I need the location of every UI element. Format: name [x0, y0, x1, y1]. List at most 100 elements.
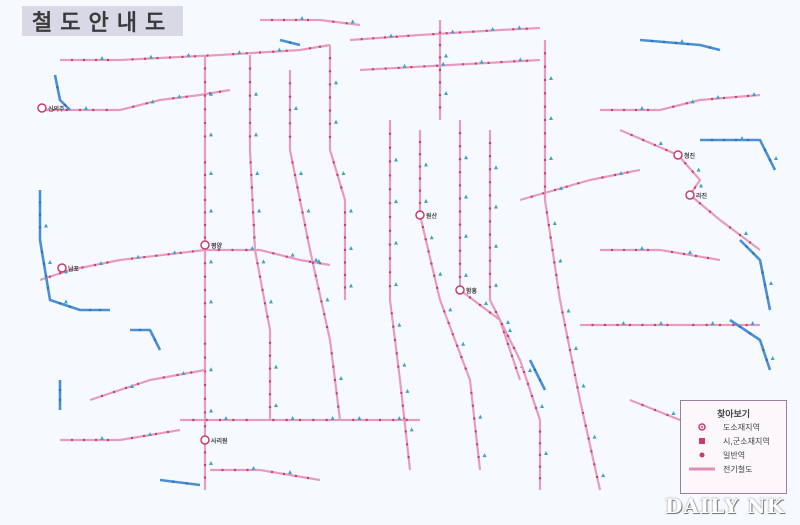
station-dot: [538, 442, 542, 445]
station-dot: [343, 273, 347, 277]
station-dot: [533, 368, 537, 372]
station-dot: [421, 225, 425, 229]
station-dot: [320, 300, 323, 303]
station-dot: [404, 430, 407, 433]
station-dot: [337, 405, 340, 408]
station-dot: [203, 94, 207, 97]
station-dot: [418, 140, 422, 144]
station-marker-icon: [334, 80, 338, 85]
station-dot: [543, 65, 547, 68]
station-dot: [458, 223, 462, 226]
watermark-logo: DAILY NK: [665, 494, 785, 518]
station-dot: [494, 310, 498, 314]
station-marker-icon: [177, 94, 182, 99]
major-station-label: 라진: [696, 192, 708, 200]
legend-label: 시,군소재지역: [723, 436, 770, 446]
station-dot: [154, 432, 158, 436]
station-dot: [203, 288, 207, 292]
station-dot: [258, 51, 262, 54]
station-dot: [191, 250, 195, 253]
station-dot: [538, 453, 542, 457]
station-dot: [298, 198, 302, 202]
station-marker-icon: [209, 408, 213, 413]
non-electric-rail-line: [639, 38, 721, 52]
station-dot: [395, 35, 398, 38]
map-title: 철도안내도: [22, 6, 184, 36]
station-dot: [458, 197, 462, 200]
station-dot: [427, 250, 430, 253]
station-dot: [547, 223, 550, 227]
station-dot: [335, 392, 338, 395]
station-dot: [294, 474, 298, 478]
station-dot: [248, 94, 252, 97]
station-dot: [641, 403, 644, 407]
station-dot: [684, 162, 687, 165]
major-station-icon: [685, 190, 695, 200]
station-marker-icon: [290, 416, 295, 420]
station-dot: [693, 186, 697, 189]
station-dot: [405, 418, 408, 422]
station-dot: [308, 47, 312, 50]
station-dot: [205, 418, 208, 422]
station-marker-icon: [172, 250, 177, 255]
station-dot: [488, 207, 492, 210]
station-marker-icon: [750, 321, 755, 325]
station-marker-icon: [349, 208, 353, 213]
county-station-icon: [699, 438, 705, 444]
station-dot: [458, 171, 462, 174]
station-dot: [343, 248, 347, 252]
station-dot: [542, 192, 545, 195]
station-dot: [666, 323, 669, 327]
station-dot: [203, 302, 207, 305]
station-marker-icon: [559, 186, 563, 190]
station-dot: [464, 367, 467, 370]
station-marker-icon: [294, 106, 298, 110]
station-dot: [388, 188, 392, 191]
station-dot: [692, 323, 695, 327]
station-dot: [92, 108, 95, 112]
station-marker-icon: [659, 321, 663, 325]
legend: 찾아보기 도소재지역 시,군소재지역 일반역 전기철도: [680, 400, 787, 494]
electric-rail-line: [488, 130, 542, 490]
station-dot: [293, 173, 297, 177]
station-dot: [662, 40, 666, 44]
station-marker-icon: [699, 183, 703, 188]
legend-title: 찾아보기: [716, 410, 751, 420]
station-dot: [52, 108, 55, 112]
station-dot: [488, 181, 492, 184]
station-dot: [203, 383, 207, 387]
electric-rail-line: [60, 428, 181, 442]
station-dot: [105, 108, 108, 112]
major-station-label: 신의주: [48, 105, 65, 113]
station-dot: [268, 380, 272, 383]
station-dot: [203, 161, 207, 164]
station-dot: [549, 236, 552, 239]
station-dot: [325, 418, 328, 422]
station-dot: [388, 132, 392, 135]
station-dot: [488, 220, 492, 223]
station-dot: [752, 252, 755, 255]
legend-row-province: 도소재지역: [681, 420, 786, 434]
station-marker-icon: [448, 307, 453, 312]
station-marker-icon: [299, 171, 303, 175]
non-electric-rail-line: [53, 74, 71, 111]
station-dot: [263, 302, 267, 305]
station-dot: [343, 223, 347, 227]
station-marker-icon: [150, 99, 155, 104]
station-dot: [488, 259, 492, 262]
station-dot: [312, 418, 315, 422]
station-dot: [765, 358, 768, 362]
station-dot: [691, 170, 694, 173]
station-dot: [573, 373, 577, 377]
station-dot: [642, 138, 645, 142]
electric-rail-icon: [689, 467, 715, 471]
station-dot: [390, 312, 393, 315]
station-dot: [155, 254, 158, 257]
station-dot: [298, 418, 302, 422]
station-dot: [166, 430, 170, 434]
station-dot: [407, 455, 410, 459]
station-marker-icon: [621, 321, 626, 325]
station-marker-icon: [389, 33, 393, 38]
station-marker-icon: [300, 16, 304, 20]
station-marker-icon: [574, 346, 578, 350]
